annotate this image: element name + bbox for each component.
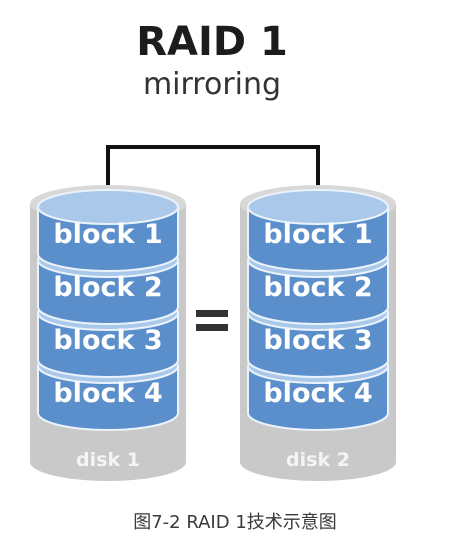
block-body [247,259,389,325]
block-label: block 2 [53,272,162,303]
block-top [247,189,389,225]
block-label: block 3 [263,325,372,356]
block-body [37,365,179,431]
disk-1: block 4 block 3 block 2 block 1 disk 1 [30,185,186,481]
block-label: block 4 [263,378,372,409]
mirror-connector [106,145,320,206]
disk-label: disk 2 [286,449,350,471]
block-label: block 1 [53,219,162,250]
figure-caption: 图7-2 RAID 1技术示意图 [133,512,337,533]
block-body [247,206,389,272]
disk-label: disk 1 [76,449,140,471]
disk-2: block 4 block 3 block 2 block 1 disk 2 [240,185,396,481]
block-body [247,365,389,431]
block-label: block 4 [53,378,162,409]
equals-sign: = [196,310,228,331]
block-label: block 3 [53,325,162,356]
block-segment: block 1 [37,189,179,272]
block-body [37,206,179,272]
block-top [37,189,179,225]
block-body [247,312,389,378]
diagram-subtitle: mirroring [143,67,281,102]
diagram-title: RAID 1 [136,19,288,65]
block-body [37,312,179,378]
block-label: block 2 [263,272,372,303]
block-segment: block 1 [247,189,389,272]
block-body [37,259,179,325]
block-label: block 1 [263,219,372,250]
